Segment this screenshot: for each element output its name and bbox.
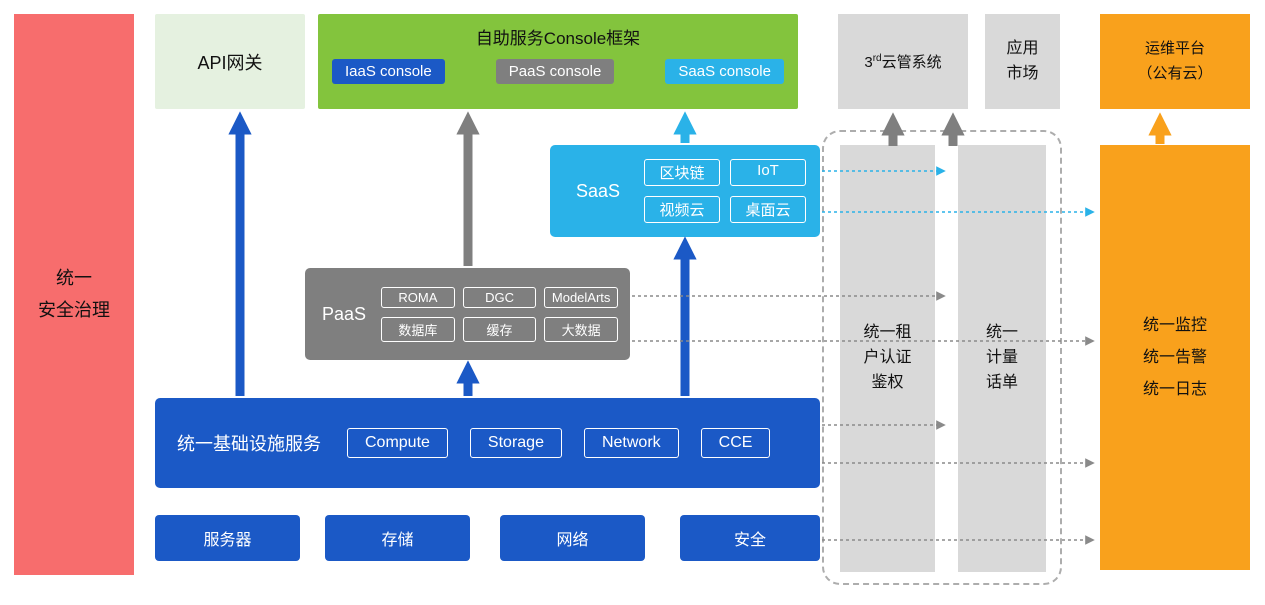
saas-layer-box: SaaS 区块链 IoT 视频云 桌面云 xyxy=(550,145,820,237)
third-party-superscript: rd xyxy=(872,53,882,64)
console-framework-title: 自助服务Console框架 xyxy=(475,29,641,48)
paas-layer-label: PaaS xyxy=(322,303,367,324)
service-chip-storage: Storage xyxy=(469,428,562,458)
hardware-box-network: 网络 xyxy=(500,515,645,561)
unified-monitoring-label: 统一监控 统一告警 统一日志 xyxy=(1142,316,1207,398)
hardware-box-security: 安全 xyxy=(680,515,820,561)
unified-auth-label: 统一租 户认证 鉴权 xyxy=(863,324,912,391)
hardware-box-server: 服务器 xyxy=(155,515,300,561)
service-chip-database: 数据库 xyxy=(381,316,455,342)
app-market-label: 应用 市场 xyxy=(1006,39,1039,82)
service-chip-cache: 缓存 xyxy=(462,316,537,342)
service-chip-desktop-cloud: 桌面云 xyxy=(730,196,806,223)
unified-metering-bar: 统一 计量 话单 xyxy=(958,145,1046,572)
hardware-box-storage: 存储 xyxy=(325,515,470,561)
third-party-cloud-mgmt-label: 3rd云管系统 xyxy=(864,53,942,71)
service-chip-dgc: DGC xyxy=(462,286,537,308)
service-chip-network: Network xyxy=(583,428,679,458)
service-chip-blockchain: 区块链 xyxy=(644,159,721,186)
unified-metering-label: 统一 计量 话单 xyxy=(985,324,1018,391)
api-gateway-label: API网关 xyxy=(197,52,263,73)
unified-auth-bar: 统一租 户认证 鉴权 xyxy=(840,145,935,572)
om-platform-label: 运维平台 （公有云） xyxy=(1137,39,1213,82)
console-chip-row: IaaS console PaaS console SaaS console xyxy=(332,59,784,84)
saas-layer-label: SaaS xyxy=(576,180,621,201)
third-party-cloud-mgmt-box: 3rd云管系统 xyxy=(838,14,968,109)
iaas-services-row: Compute Storage Network CCE xyxy=(347,428,771,458)
saas-console-chip: SaaS console xyxy=(665,59,784,84)
service-chip-modelarts: ModelArts xyxy=(544,286,618,308)
saas-services-grid: 区块链 IoT 视频云 桌面云 xyxy=(644,159,806,223)
paas-layer-box: PaaS ROMA DGC ModelArts 数据库 缓存 大数据 xyxy=(305,268,630,360)
hardware-server-label: 服务器 xyxy=(203,532,252,549)
hardware-security-label: 安全 xyxy=(733,532,766,549)
service-chip-compute: Compute xyxy=(347,428,448,458)
paas-console-chip: PaaS console xyxy=(495,59,615,84)
service-chip-video-cloud: 视频云 xyxy=(644,196,721,223)
tenant-services-dashed-frame: 统一租 户认证 鉴权 统一 计量 话单 xyxy=(822,130,1062,585)
iaas-layer-label: 统一基础设施服务 xyxy=(177,434,321,454)
security-governance-label: 统一 安全治理 xyxy=(38,268,110,320)
api-gateway-box: API网关 xyxy=(155,14,305,109)
service-chip-roma: ROMA xyxy=(381,286,455,308)
service-chip-iot: IoT xyxy=(730,159,806,186)
om-platform-box: 运维平台 （公有云） xyxy=(1100,14,1250,109)
security-governance-bar: 统一 安全治理 xyxy=(14,14,134,575)
app-market-box: 应用 市场 xyxy=(985,14,1060,109)
paas-services-grid: ROMA DGC ModelArts 数据库 缓存 大数据 xyxy=(381,286,618,342)
console-framework-box: 自助服务Console框架 IaaS console PaaS console … xyxy=(318,14,798,109)
service-chip-bigdata: 大数据 xyxy=(544,316,618,342)
unified-monitoring-bar: 统一监控 统一告警 统一日志 xyxy=(1100,145,1250,570)
iaas-console-chip: IaaS console xyxy=(332,59,445,84)
hardware-storage-label: 存储 xyxy=(381,532,414,549)
iaas-layer-box: 统一基础设施服务 Compute Storage Network CCE xyxy=(155,398,820,488)
hardware-network-label: 网络 xyxy=(556,532,589,549)
service-chip-cce: CCE xyxy=(700,428,771,458)
